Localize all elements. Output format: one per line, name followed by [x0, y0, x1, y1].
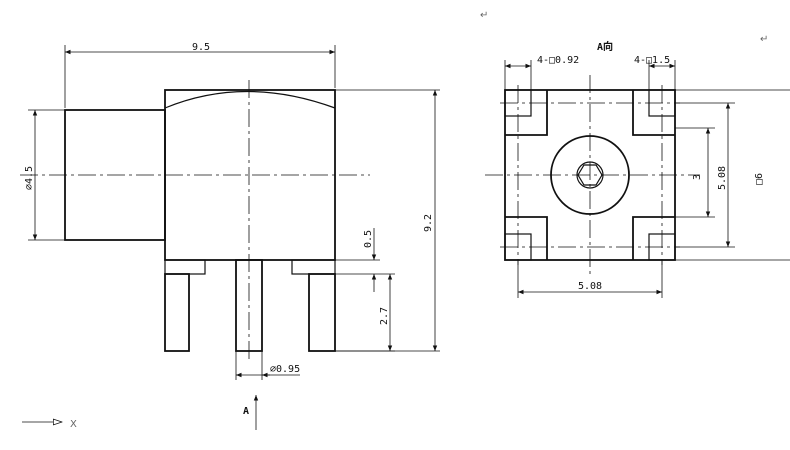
pin-right [308, 273, 336, 352]
dim-body-square-label: □6 [754, 173, 765, 185]
corner-notch-tr [632, 90, 675, 136]
connector-body [164, 89, 336, 261]
corner-notch-tl [505, 90, 548, 136]
corner-notch-bl [505, 216, 548, 260]
dim-pin-length-label: 2.7 [379, 307, 390, 325]
dim-pitch-inner-label: 3 [692, 174, 703, 180]
dim-pin-diameter-label: ⌀0.95 [270, 364, 300, 375]
view-arrow-a-label: A [243, 406, 249, 417]
dim-height-label: 9.2 [423, 214, 434, 232]
dim-pad-right-label: 4-□1.5 [634, 55, 670, 66]
dim-width-label: 9.5 [192, 42, 210, 53]
pin-left [164, 273, 190, 352]
dim-diameter-label: ⌀4.5 [24, 166, 35, 190]
dim-pad-left-label: 4-□0.92 [537, 55, 579, 66]
return-mark-right: ↵ [760, 34, 768, 45]
standoff-left [164, 259, 206, 275]
view-a-title: A向 [597, 40, 613, 53]
side-view: 9.5 ⌀4.5 9.2 0.5 2.7 ⌀0.95 A X [20, 42, 440, 430]
body-top-curve [164, 90, 336, 109]
x-axis-label: X [70, 419, 77, 430]
corner-notch-br [632, 216, 675, 260]
return-mark-top: ↵ [480, 10, 488, 21]
view-a: A向 4-□0.92 4-□1.5 [485, 40, 790, 298]
dim-gap-label: 0.5 [363, 230, 374, 248]
dim-pitch-bottom-label: 5.08 [578, 281, 602, 292]
dim-pitch-outer-label: 5.08 [717, 166, 728, 190]
standoff-right [291, 259, 336, 275]
